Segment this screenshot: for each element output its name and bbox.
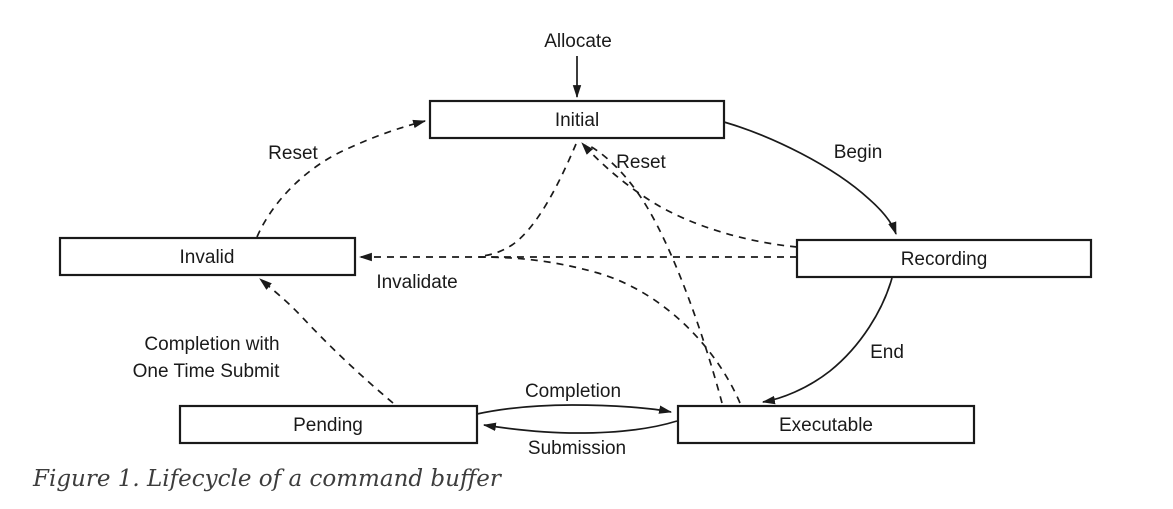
node-label-invalid: Invalid	[180, 247, 235, 268]
edge-label-end: End	[870, 342, 904, 363]
node-label-pending: Pending	[293, 415, 363, 436]
edge-reset-from-invalid	[256, 119, 427, 238]
edge-label-reset-mid: Reset	[616, 152, 666, 173]
node-pending: Pending	[178, 404, 479, 445]
figure-caption: Figure 1. Lifecycle of a command buffer	[33, 466, 501, 492]
node-invalid: Invalid	[58, 236, 357, 277]
edge-label-one-time-submit-line2: One Time Submit	[133, 361, 280, 382]
edge-label-completion: Completion	[525, 381, 621, 402]
edge-label-begin: Begin	[834, 142, 883, 163]
edge-one-time-submit	[259, 278, 394, 404]
edge-submission	[482, 420, 678, 434]
node-executable: Executable	[676, 404, 976, 445]
edge-completion	[476, 404, 673, 415]
node-recording: Recording	[795, 238, 1093, 279]
edge-reset-from-recording	[581, 142, 798, 248]
edge-label-reset-left: Reset	[268, 143, 318, 164]
node-label-executable: Executable	[779, 415, 873, 436]
node-label-recording: Recording	[901, 249, 988, 270]
lifecycle-diagram: Allocate Begin Reset Reset Invalidate En…	[58, 31, 1093, 459]
node-label-initial: Initial	[555, 110, 599, 131]
edge-label-invalidate: Invalidate	[376, 272, 457, 293]
edge-label-submission: Submission	[528, 438, 626, 459]
edge-label-one-time-submit-line1: Completion with	[144, 334, 279, 355]
edge-end	[761, 277, 893, 405]
edge-reset-bundle-branch	[481, 143, 577, 257]
edge-reset-from-executable	[585, 143, 723, 404]
node-initial: Initial	[428, 99, 726, 140]
edge-begin	[723, 121, 897, 236]
edge-invalidate-from-executable	[477, 256, 741, 404]
edge-label-allocate: Allocate	[544, 31, 612, 52]
